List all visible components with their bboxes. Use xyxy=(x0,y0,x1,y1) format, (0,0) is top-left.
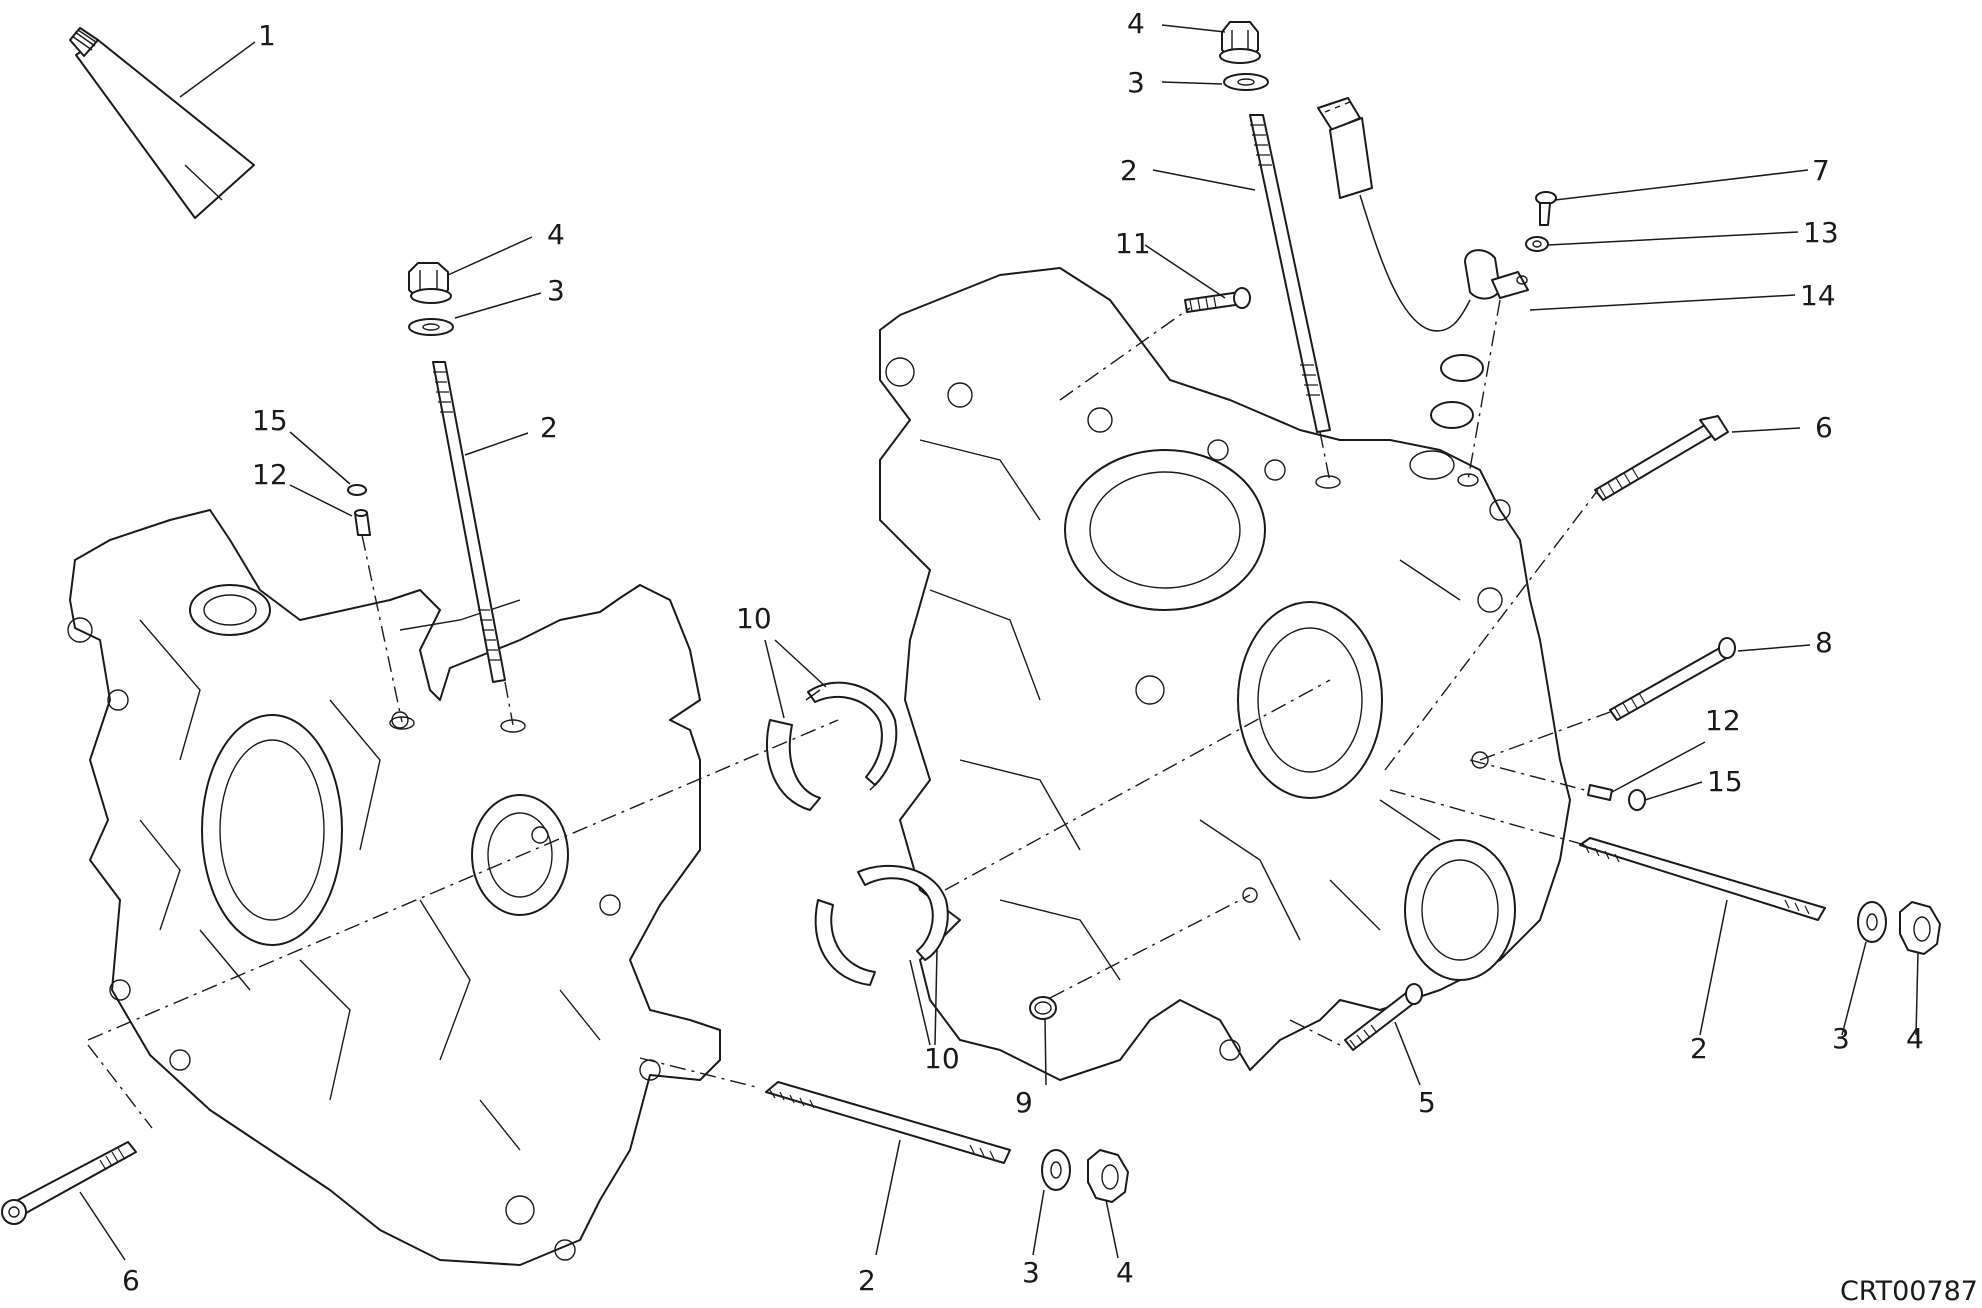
lower-oring xyxy=(1029,996,1057,1020)
callout-12-right: 12 xyxy=(1705,704,1741,737)
callout-6-right: 6 xyxy=(1815,411,1833,444)
right-long-bolt xyxy=(1594,415,1729,501)
callout-14: 14 xyxy=(1800,279,1836,312)
callout-labels: 1 2 2 2 2 3 3 3 3 4 4 4 4 5 6 6 7 8 9 10… xyxy=(122,7,1924,1297)
left-top-stud-assembly xyxy=(408,262,506,683)
callout-3-bottom-right: 3 xyxy=(1832,1022,1850,1055)
callout-4-right-top: 4 xyxy=(1127,7,1145,40)
left-crankcase-half xyxy=(67,509,721,1266)
right-medium-bolt xyxy=(1609,637,1736,721)
sensor-screw-and-washer xyxy=(1525,191,1557,252)
callout-12-left: 12 xyxy=(252,458,288,491)
main-bearing-shell-lower xyxy=(814,864,949,986)
callout-2-right-top: 2 xyxy=(1120,154,1138,187)
callout-1: 1 xyxy=(258,19,276,52)
bottom-left-stud-assembly xyxy=(765,1081,1129,1203)
crankshaft-sensor xyxy=(1317,97,1529,429)
drawing-code: CRT00787 xyxy=(1840,1276,1978,1307)
callout-10-upper: 10 xyxy=(736,602,772,635)
callout-9: 9 xyxy=(1015,1086,1033,1119)
callout-13: 13 xyxy=(1803,216,1839,249)
callout-3-left-top: 3 xyxy=(547,274,565,307)
callout-6-left: 6 xyxy=(122,1264,140,1297)
lower-short-bolt xyxy=(1344,983,1423,1051)
callout-11: 11 xyxy=(1115,227,1151,260)
callout-2-bottom-left: 2 xyxy=(858,1264,876,1297)
upper-short-bolt xyxy=(1184,287,1251,313)
callout-10-lower: 10 xyxy=(924,1042,960,1075)
callout-2-bottom-right: 2 xyxy=(1690,1032,1708,1065)
callout-3-right-top: 3 xyxy=(1127,66,1145,99)
left-long-bolt xyxy=(1,1141,137,1225)
sealant-tube-part xyxy=(69,27,255,219)
bottom-right-stud-assembly xyxy=(1579,837,1941,955)
leader-lines xyxy=(79,24,1919,1261)
callout-15-left: 15 xyxy=(252,404,288,437)
callout-5: 5 xyxy=(1418,1086,1436,1119)
right-top-stud-assembly xyxy=(1219,21,1331,433)
assembly-axes xyxy=(87,299,1611,1129)
main-bearing-shell-upper xyxy=(765,681,898,811)
callout-4-bottom-left: 4 xyxy=(1116,1256,1134,1289)
callout-2-left-top: 2 xyxy=(540,411,558,444)
callout-4-bottom-right: 4 xyxy=(1906,1022,1924,1055)
callout-8: 8 xyxy=(1815,626,1833,659)
right-crankcase-half xyxy=(879,267,1571,1081)
callout-4-left-top: 4 xyxy=(547,218,565,251)
callout-3-bottom-left: 3 xyxy=(1022,1256,1040,1289)
callout-7: 7 xyxy=(1812,154,1830,187)
callout-15-right: 15 xyxy=(1707,765,1743,798)
left-dowel-and-oring xyxy=(347,484,371,536)
